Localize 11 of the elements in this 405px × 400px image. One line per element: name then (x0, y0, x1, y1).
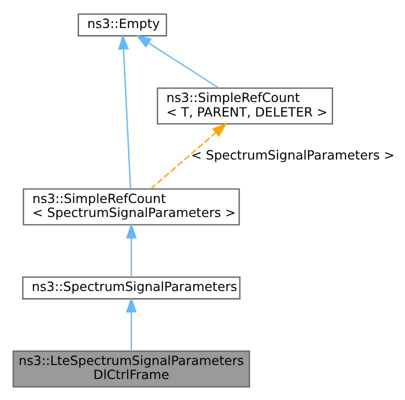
node-box: ns3::SimpleRefCount < T, PARENT, DELETER > (156, 87, 334, 124)
node-box: ns3::SimpleRefCount < SpectrumSignalParameters > (22, 188, 240, 225)
arrow (118, 34, 132, 188)
arrow (150, 122, 228, 189)
arrow (136, 34, 220, 88)
node-box: ns3::Empty (78, 12, 168, 36)
arrow (126, 222, 137, 277)
node-box: ns3::SpectrumSignalParameters (22, 276, 240, 299)
node-box: ns3::LteSpectrumSignalParameters DlCtrlFrame (12, 350, 250, 388)
edge-label: < SpectrumSignalParameters > (191, 148, 395, 164)
arrow (126, 296, 137, 351)
